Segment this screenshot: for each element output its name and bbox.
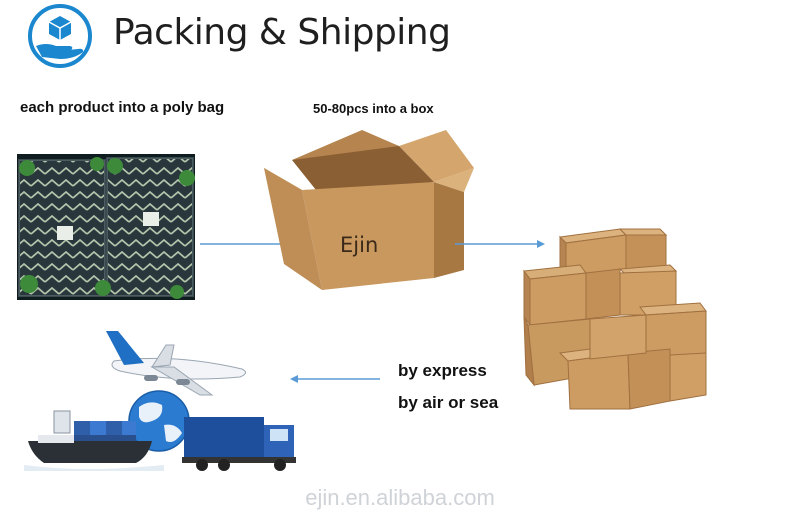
arrow-left bbox=[290, 375, 380, 383]
stacked-boxes-image bbox=[523, 228, 707, 410]
hand-holding-box-icon bbox=[28, 4, 92, 68]
box-brand-label: Ejin bbox=[340, 233, 379, 257]
air-sea-caption: by air or sea bbox=[398, 393, 499, 412]
watermark: ejin.en.alibaba.com bbox=[305, 485, 495, 510]
cargo-ship-icon bbox=[24, 410, 164, 471]
arrow-right-2 bbox=[455, 240, 545, 248]
airplane-icon bbox=[106, 331, 246, 396]
poly-bag-caption: each product into a poly bag bbox=[20, 99, 225, 116]
box-caption: 50-80pcs into a box bbox=[313, 101, 434, 116]
open-box-image bbox=[264, 130, 474, 290]
express-caption: by express bbox=[398, 361, 487, 380]
truck-icon bbox=[182, 417, 296, 471]
page-title: Packing & Shipping bbox=[113, 12, 451, 53]
transport-illustration bbox=[24, 331, 296, 471]
poly-bag-image bbox=[17, 154, 195, 300]
